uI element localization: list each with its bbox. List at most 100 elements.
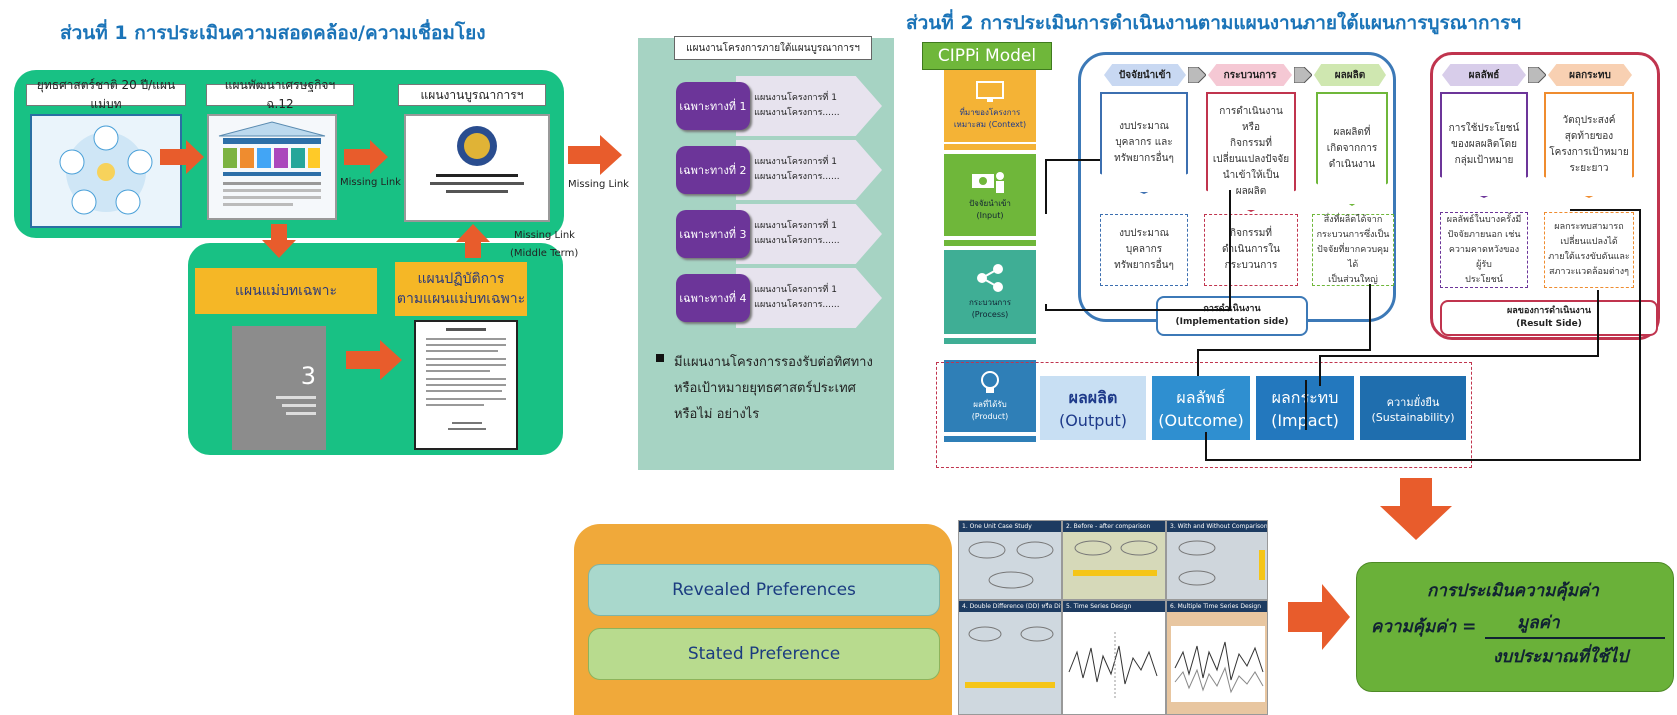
- integrated-plan-label: แผนงานบูรณาการฯ: [398, 84, 546, 106]
- value-for-money-box: การประเมินความคุ้มค่า ความคุ้มค่า = มูลค…: [1356, 562, 1674, 692]
- project-row-arrow: • แผนงานโครงการที่ 1 • แผนงานโครงการ....…: [736, 204, 882, 264]
- implementation-side-label: การดำเนินงาน (Implementation side): [1156, 296, 1308, 336]
- money-people-icon: [972, 172, 1004, 193]
- project-row-label: เฉพาะทางที่ 4: [676, 274, 750, 322]
- project-row-item: • แผนงานโครงการที่ 1: [746, 157, 837, 167]
- arrow-right-3: [568, 135, 622, 175]
- product-frame: [936, 362, 1472, 468]
- chip-outcome: ผลลัพธ์: [1442, 64, 1526, 86]
- dash-input-box: งบประมาณ บุคลากร ทรัพยากรอื่นๆ: [1100, 214, 1188, 286]
- product-block: ผลที่ได้รับ (Product): [944, 360, 1036, 432]
- master-plan-book: 3: [232, 326, 326, 450]
- design-cell-title: 4. Double Difference (DD) หรือ Differenc…: [959, 601, 1061, 612]
- project-row-item: • แผนงานโครงการ......: [746, 108, 840, 118]
- share-icon: [977, 264, 1003, 292]
- column-divider: [944, 144, 1036, 150]
- integrated-plan-cover: [404, 114, 550, 222]
- dash-outcome-box: ผลลัพธ์ในบางครั้งมี ปัจจัยภายนอก เช่น คว…: [1440, 212, 1528, 288]
- result-side-label: ผลของการดำเนินงาน (Result Side): [1440, 300, 1658, 336]
- context-block: ที่มาของโครงการ เหมาะสม (Context): [944, 70, 1036, 142]
- tile-sustainability: ความยั่งยืน (Sustainability): [1360, 376, 1466, 440]
- tile-output-en: (Output): [1058, 411, 1128, 430]
- design-cell: 5. Time Series Design: [1062, 600, 1166, 715]
- tile-outcome-en: (Outcome): [1158, 411, 1244, 430]
- design-diagram: [965, 626, 1055, 688]
- dash-output-box: สิ่งที่ผลิตได้จาก กระบวนการซึ่งเป็น ปัจจ…: [1312, 214, 1394, 286]
- missing-link-3-sub: (Middle Term): [510, 248, 579, 259]
- project-row-arrow: • แผนงานโครงการที่ 1 • แผนงานโครงการ....…: [736, 140, 882, 200]
- missing-link-1: Missing Link: [340, 177, 401, 188]
- arrow-up-1: [456, 224, 490, 258]
- bullet-marker: [656, 354, 664, 362]
- missing-link-2: Missing Link: [568, 179, 629, 190]
- arrow-right-1: [160, 140, 204, 174]
- vfm-lhs: ความคุ้มค่า =: [1371, 617, 1477, 637]
- book-number: 3: [300, 362, 316, 390]
- cippi-model-label: CIPPi Model: [922, 42, 1052, 70]
- design-cell: 4. Double Difference (DD) หรือ Differenc…: [958, 600, 1062, 715]
- process-label: กระบวนการ (Process): [968, 298, 1012, 319]
- action-plan-document: [414, 320, 518, 450]
- vfm-numerator: มูลค่า: [1517, 613, 1560, 633]
- project-row: • แผนงานโครงการที่ 1 • แผนงานโครงการ....…: [676, 204, 882, 264]
- missing-link-3: Missing Link: [514, 230, 575, 241]
- stated-preference-button: Stated Preference: [588, 628, 940, 680]
- design-diagram: [1178, 540, 1265, 586]
- column-divider: [944, 240, 1036, 246]
- cippi-column: ที่มาของโครงการ เหมาะสม (Context) ปัจจัย…: [944, 70, 1036, 462]
- project-row-item: • แผนงานโครงการ......: [746, 300, 840, 310]
- book-line: [286, 412, 316, 415]
- project-row-item: • แผนงานโครงการ......: [746, 172, 840, 182]
- tile-sustain-th: ความยั่งยืน: [1386, 395, 1440, 409]
- project-row: • แผนงานโครงการที่ 1 • แผนงานโครงการ....…: [676, 76, 882, 136]
- vfm-fraction-line: [1485, 637, 1665, 639]
- design-diagram: [1073, 540, 1158, 576]
- project-row: • แผนงานโครงการที่ 1 • แผนงานโครงการ....…: [676, 268, 882, 328]
- time-series-graphic: [1068, 632, 1158, 698]
- tile-output-th: ผลผลิต: [1068, 388, 1118, 407]
- project-row-item: • แผนงานโครงการที่ 1: [746, 93, 837, 103]
- chip-output: ผลผลิต: [1314, 64, 1386, 86]
- project-row-label: เฉพาะทางที่ 2: [676, 146, 750, 194]
- design-cell: 2. Before - after comparison: [1062, 520, 1166, 600]
- arrow-right-2: [344, 140, 388, 174]
- connector-lines: [1045, 159, 1641, 461]
- vfm-title: การประเมินความคุ้มค่า: [1427, 581, 1599, 601]
- input-block: ปัจจัยนำเข้า (Input): [944, 154, 1036, 236]
- project-bullet-text: มีแผนงานโครงการรองรับต่อทิศทาง หรือเป้าห…: [674, 355, 873, 422]
- solid-output-box: ผลผลิตที่ เกิดจากการ ดำเนินงาน: [1316, 92, 1388, 206]
- vfm-denominator: งบประมาณที่ใช้ไป: [1493, 647, 1629, 667]
- preferences-panel: [574, 524, 952, 715]
- project-row-item: • แผนงานโครงการที่ 1: [746, 285, 837, 295]
- project-row-arrow: • แผนงานโครงการที่ 1 • แผนงานโครงการ....…: [736, 268, 882, 328]
- process-block: กระบวนการ (Process): [944, 250, 1036, 334]
- column-divider: [944, 338, 1036, 344]
- arrow-right-4: [346, 340, 402, 380]
- project-plan-header: แผนงานโครงการภายใต้แผนบูรณาการฯ: [674, 36, 872, 60]
- nesdp-label: แผนพัฒนาเศรษฐกิจฯ ฉ.12: [206, 78, 354, 111]
- solid-impact-box: วัตถุประสงค์ สุดท้ายของ โครงการเป้าหมาย …: [1544, 92, 1634, 198]
- dash-impact-box: ผลกระทบสามารถ เปลี่ยนแปลงได้ ภายใต้แรงขั…: [1544, 212, 1634, 288]
- lightbulb-icon: [981, 371, 999, 393]
- chevron-right-icon: [1528, 67, 1546, 83]
- tile-outcome-th: ผลลัพธ์: [1176, 388, 1226, 407]
- strategy-diagram-image: [30, 114, 182, 228]
- part1-title: ส่วนที่ 1 การประเมินความสอดคล้อง/ความเชื…: [60, 22, 486, 44]
- design-cell-title: 5. Time Series Design: [1063, 601, 1165, 612]
- chip-impact: ผลกระทบ: [1548, 64, 1632, 86]
- design-cell: 3. With and Without Comparisons: [1166, 520, 1268, 600]
- design-diagram: [968, 541, 1054, 589]
- chip-input: ปัจจัยนำเข้า: [1104, 64, 1186, 86]
- solid-input-box: งบประมาณ บุคลากร และ ทรัพยากรอื่นๆ: [1100, 92, 1188, 194]
- column-divider: [944, 436, 1036, 442]
- design-cell: 6. Multiple Time Series Design: [1166, 600, 1268, 715]
- design-cell-title: 3. With and Without Comparisons: [1167, 521, 1267, 532]
- project-row-label: เฉพาะทางที่ 3: [676, 210, 750, 258]
- action-plan-box: แผนปฏิบัติการ ตามแผนแม่บทเฉพาะ: [395, 262, 527, 316]
- solid-outcome-box: การใช้ประโยชน์ ของผลผลิตโดย กลุ่มเป้าหมา…: [1440, 92, 1528, 198]
- tile-outcome: ผลลัพธ์ (Outcome): [1152, 376, 1250, 440]
- solid-process-box: การดำเนินงานหรือ กิจกรรมที่ เปลี่ยนแปลงป…: [1206, 92, 1296, 212]
- nesdp-image: [207, 114, 337, 220]
- arrow-right-5: [1288, 584, 1350, 650]
- tile-impact-th: ผลกระทบ: [1271, 388, 1339, 407]
